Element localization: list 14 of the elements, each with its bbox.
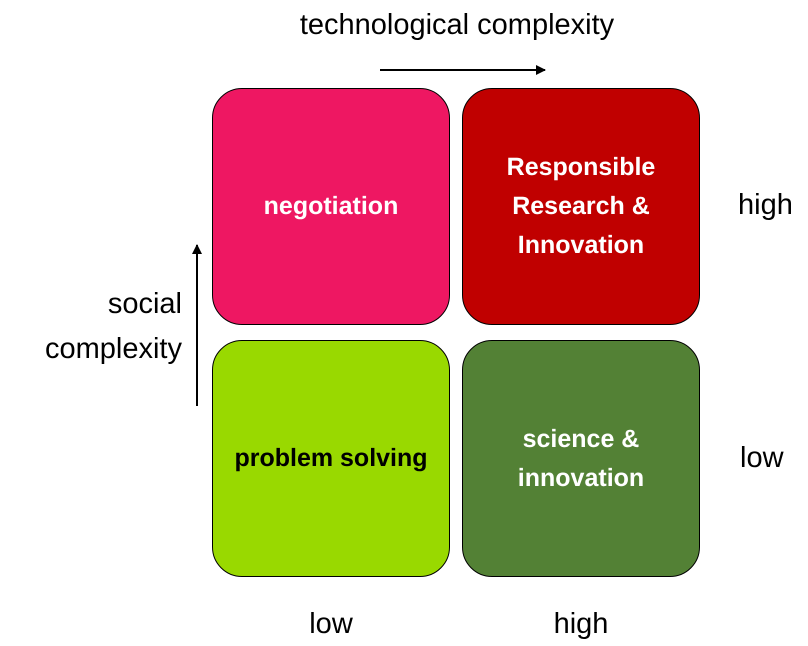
quadrant-box [462,88,700,325]
quadrant-box [212,340,450,577]
axis-value: low [740,441,784,476]
quadrant-label: negotiation [262,191,400,222]
axis-value: high [554,607,608,642]
quadrant-label: science & innovation [516,424,646,494]
axis-title: technological complexity [300,8,614,43]
quadrant-label: Responsible Research & Innovation [506,152,656,261]
axis-value: low [309,607,353,642]
axis-title: social complexity [44,287,182,367]
axis-value: high [738,188,793,223]
quadrant-label: problem solving [233,443,429,474]
quadrant-box [212,88,450,325]
quadrant-box [462,340,700,577]
